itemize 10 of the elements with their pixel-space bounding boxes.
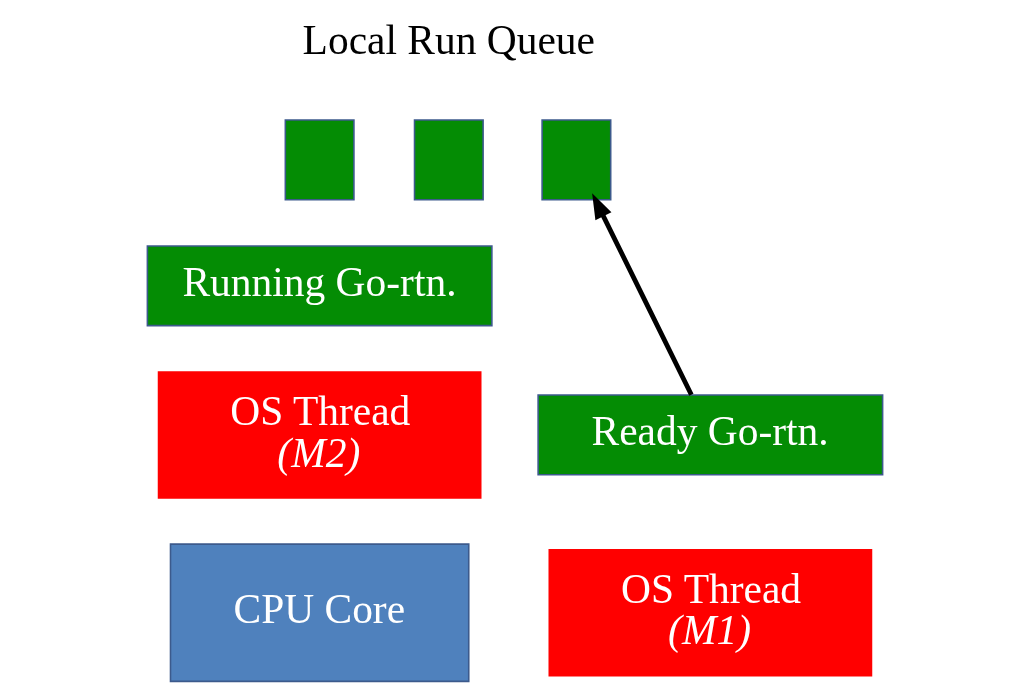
node-box: Running Go-rtn. <box>146 245 493 327</box>
arrow <box>592 193 694 396</box>
node-box: OS Thread (M1) <box>548 548 873 677</box>
node-box <box>284 119 355 201</box>
node-box: Ready Go-rtn. <box>537 394 884 476</box>
label: Local Run Queue <box>302 17 596 64</box>
node-box: OS Thread (M2) <box>157 371 482 499</box>
node-box: CPU Core <box>169 543 470 683</box>
node-box <box>541 119 612 201</box>
node-box <box>413 119 484 201</box>
